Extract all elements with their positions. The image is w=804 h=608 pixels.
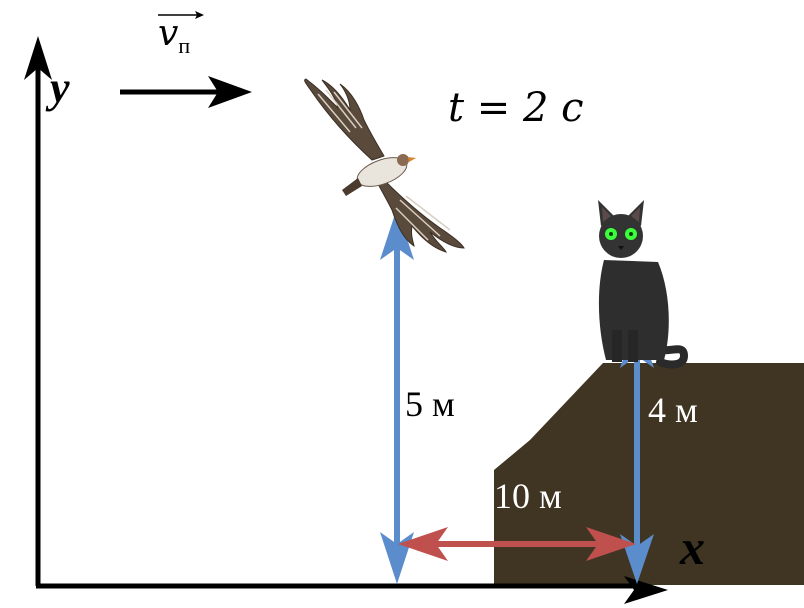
x-axis-label: x xyxy=(680,519,705,575)
vector-overline-head xyxy=(195,11,204,19)
y-axis-label: y xyxy=(50,63,70,112)
ground-block xyxy=(494,363,804,585)
cat-height-label: 4 м xyxy=(648,390,698,430)
velocity-arrowhead xyxy=(208,76,252,108)
horizontal-arrowhead-right xyxy=(586,527,636,561)
horizontal-arrowhead-left xyxy=(398,527,448,561)
x-axis-arrowhead xyxy=(624,576,668,604)
bird-height-label: 5 м xyxy=(405,384,455,424)
velocity-symbol: v xyxy=(158,13,179,54)
velocity-subscript: п xyxy=(178,33,191,59)
y-axis-arrowhead xyxy=(24,36,52,80)
cat-icon xyxy=(598,200,689,369)
horizontal-distance-label: 10 м xyxy=(494,476,562,516)
bird-height-arrowhead-top xyxy=(380,208,414,260)
velocity-label: vп xyxy=(158,16,190,57)
bird-icon xyxy=(304,78,465,253)
time-label: t = 2 с xyxy=(448,85,584,131)
